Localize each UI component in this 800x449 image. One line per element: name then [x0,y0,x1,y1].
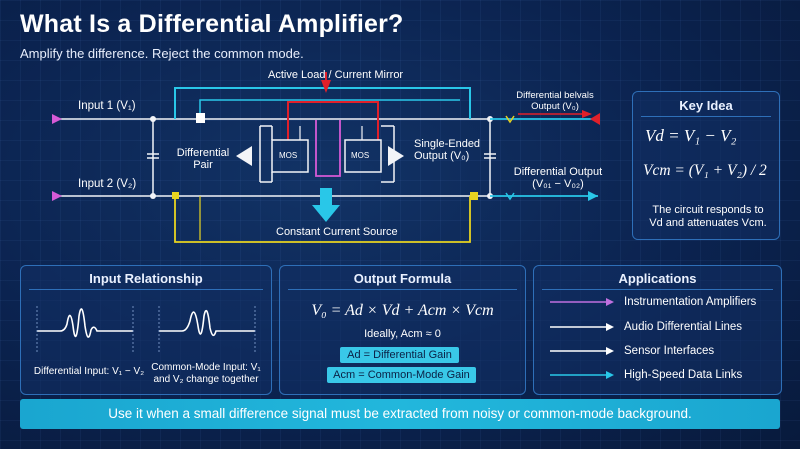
differential-input-caption: Differential Input: V₁ − V₂ [33,366,145,377]
differential-output-top-label: Differential belvals Output (V₀) [516,90,594,112]
current-source-label: Constant Current Source [276,226,398,238]
application-item-highspeed: High-Speed Data Links [624,369,743,381]
circuit-schematic [52,72,600,243]
active-load-arrow [321,80,331,93]
differential-output-label: Differential Output (V₀₁ − V₀₂) [513,166,603,190]
input2-label: Input 2 (V₂) [78,178,137,190]
key-idea-eq2: Vcm = (V₁ + V₂) / 2 [643,162,767,179]
footer-banner: Use it when a small difference signal mu… [20,399,780,429]
output-bottom-line [490,191,598,201]
application-item-sensor: Sensor Interfaces [624,345,715,357]
input-relationship-panel: Input Relationship Differential Input: V… [20,265,272,395]
input-relationship-title: Input Relationship [89,271,203,286]
application-item-instrumentation: Instrumentation Amplifiers [624,296,757,308]
page-subtitle: Amplify the difference. Reject the commo… [20,46,304,61]
ad-chip: Ad = Differential Gain [340,347,459,363]
application-item-audio: Audio Differential Lines [624,321,743,333]
mos-left [236,125,309,183]
differential-waveform [36,306,134,354]
common-mode-caption: Common-Mode Input: V₁ and V₂ change toge… [151,362,261,385]
key-idea-panel: Key Idea Vd = V₁ − V₂ Vcm = (V₁ + V₂) / … [632,91,780,240]
single-ended-label: Single-Ended Output (V₀) [414,138,481,162]
output-formula-title: Output Formula [353,271,452,286]
mos-right [344,125,404,183]
input2-line [52,191,490,201]
acm-chip: Acm = Common-Mode Gain [327,367,476,383]
applications-arrows [550,298,614,379]
input1-line [52,114,490,124]
output-formula-equation: V₀ = Ad × Vd + Acm × Vcm [311,302,494,319]
key-idea-note: The circuit responds to Vd and attenuate… [649,204,767,229]
key-idea-eq1: Vd = V₁ − V₂ [645,126,737,145]
page-title: What Is a Differential Amplifier? [20,10,404,38]
mos-right-label: MOS [351,151,370,160]
output-top-line [490,110,600,125]
applications-title: Applications [618,271,697,286]
common-mode-waveform [158,306,256,354]
output-formula-ideal-note: Ideally, Acm ≈ 0 [364,328,441,340]
differential-pair-label: Differential Pair [176,147,230,171]
current-source-arrow [312,205,340,222]
applications-panel: Applications [533,265,782,395]
active-load-label: Active Load / Current Mirror [268,69,404,81]
mos-left-label: MOS [279,151,298,160]
input1-label: Input 1 (V₁) [78,100,136,112]
key-idea-title: Key Idea [679,98,733,113]
